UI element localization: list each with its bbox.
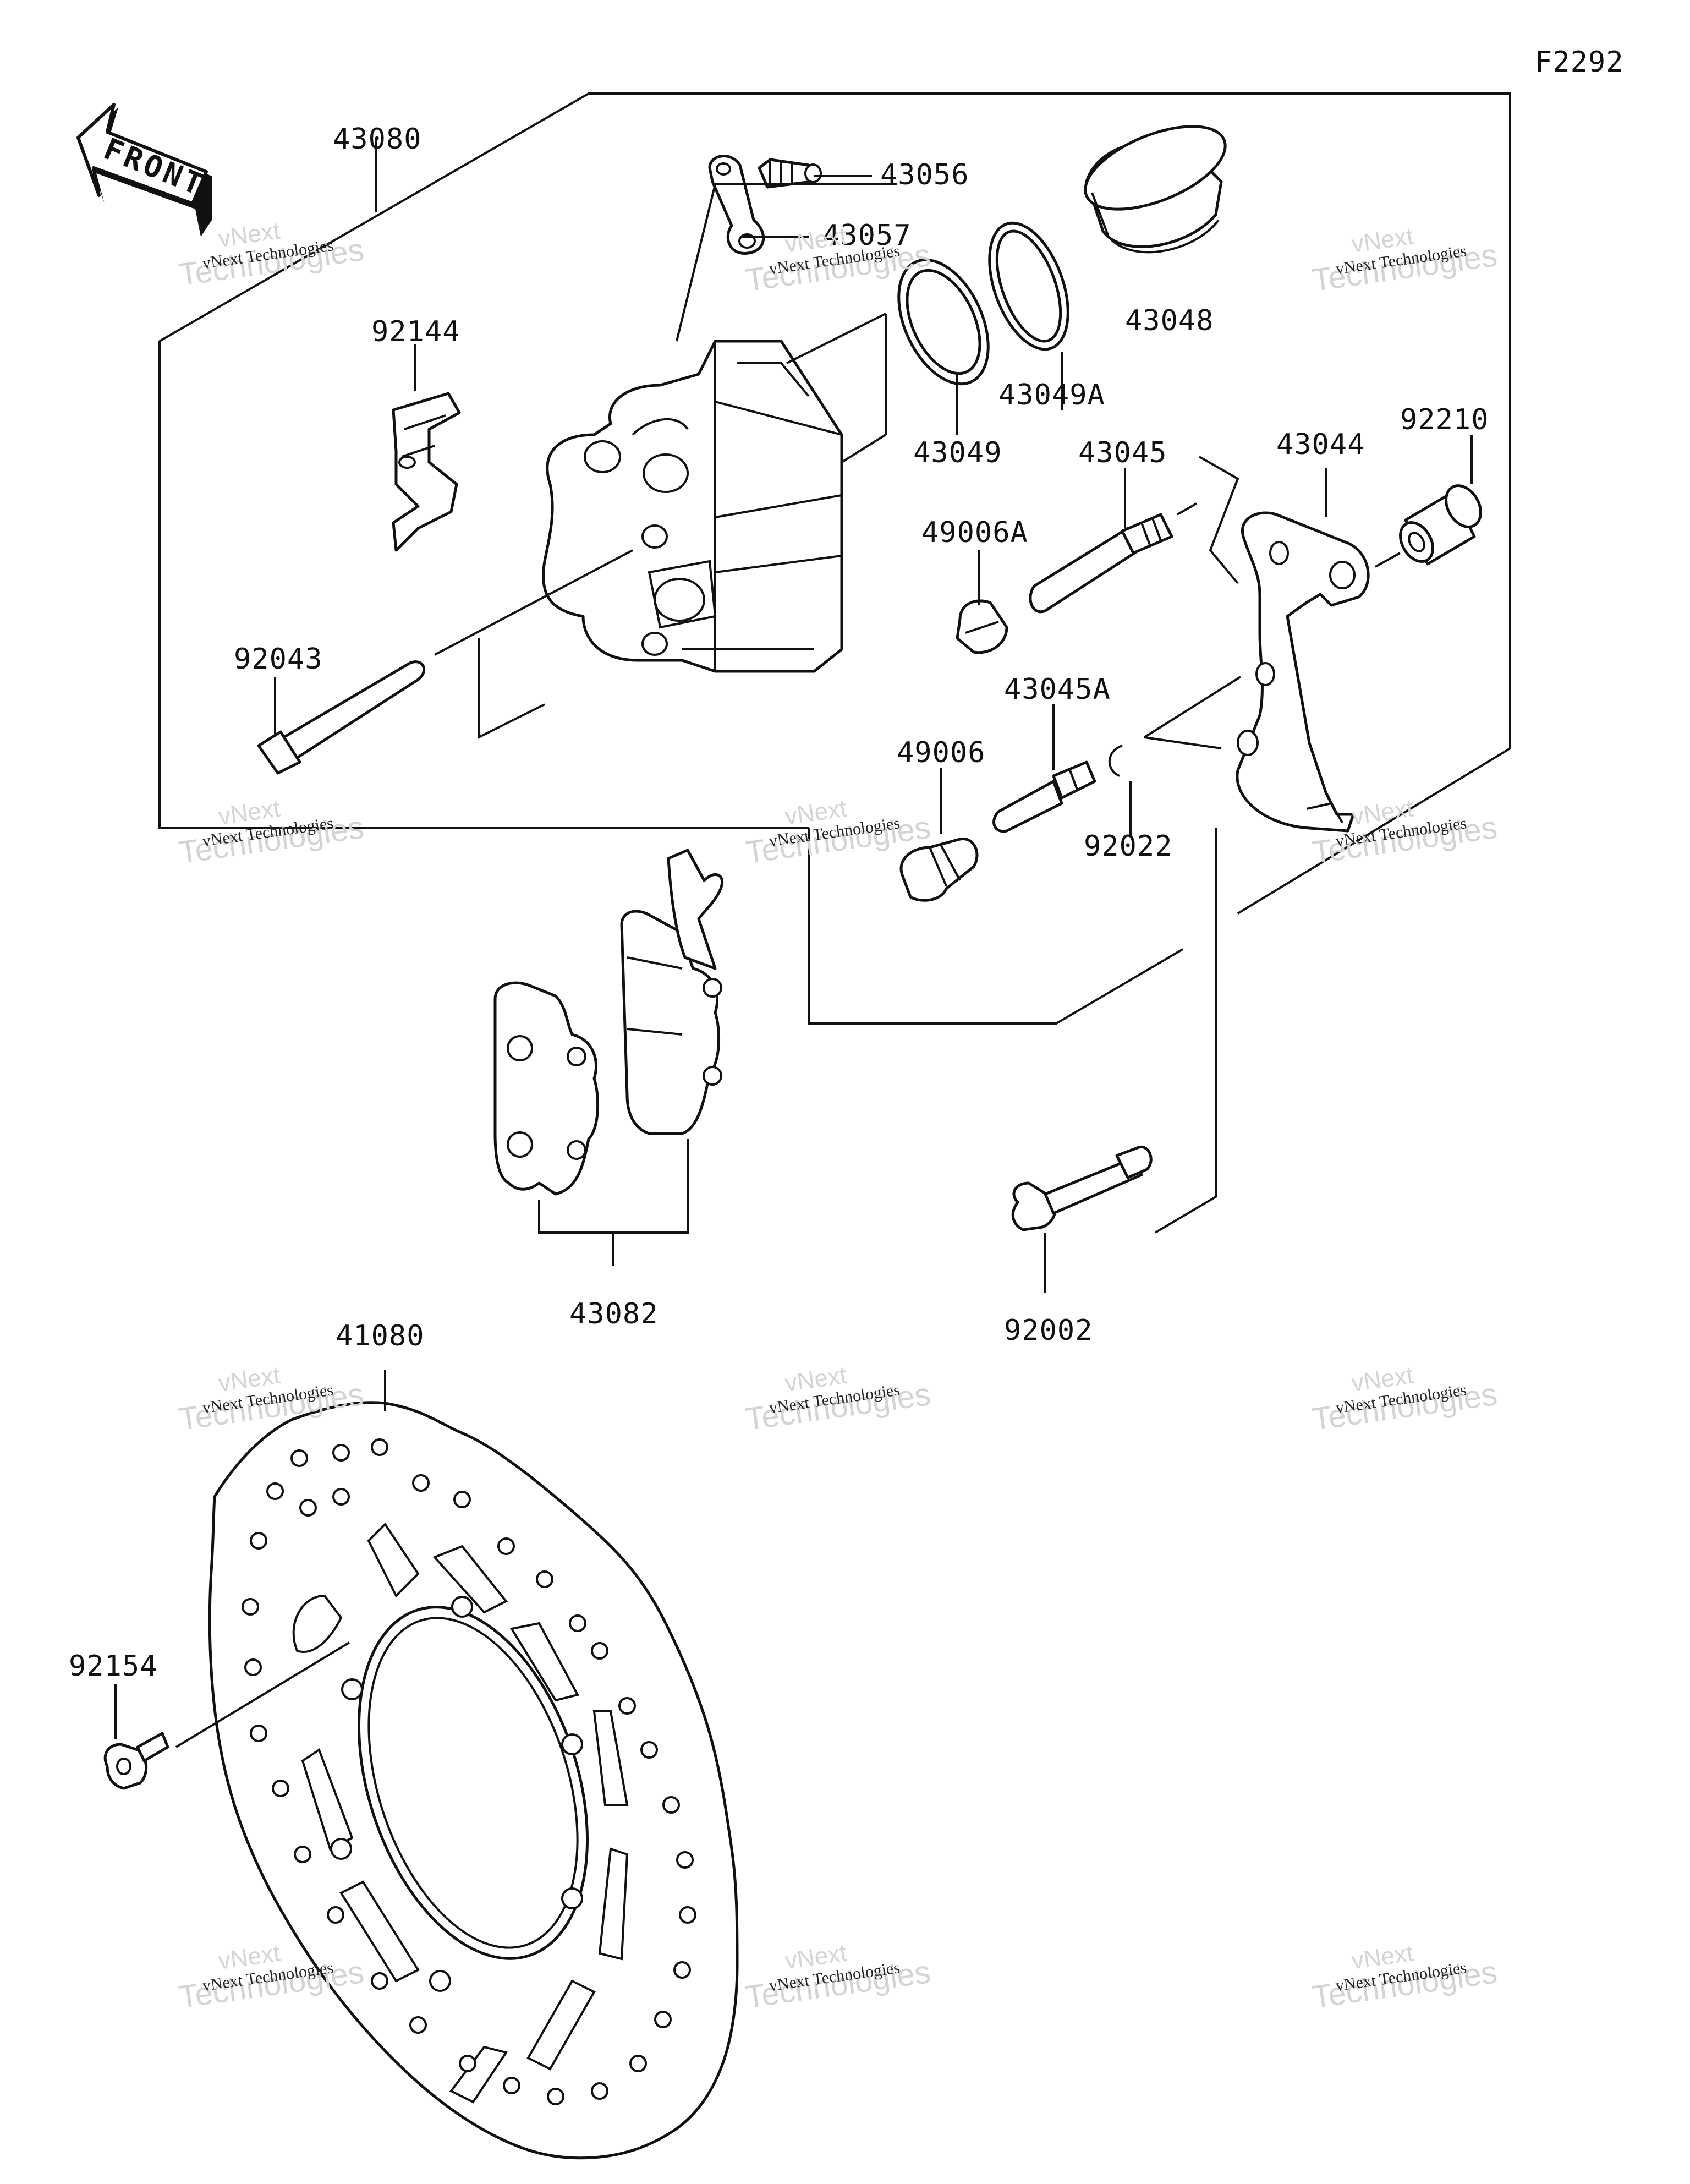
part-label-43049: 43049 bbox=[913, 436, 1002, 469]
piston-seal bbox=[897, 258, 990, 386]
caliper-pin bbox=[257, 549, 633, 775]
bracket-bolt bbox=[1011, 1146, 1153, 1293]
front-arrow-icon: FRONT bbox=[76, 103, 212, 237]
part-label-92210: 92210 bbox=[1400, 403, 1489, 436]
retaining-clip bbox=[1108, 676, 1242, 777]
pin-boot-a bbox=[956, 599, 1008, 654]
caliper-body bbox=[542, 340, 843, 673]
part-label-41080: 41080 bbox=[336, 1320, 425, 1353]
bracket-sleeve bbox=[1375, 484, 1482, 568]
piston bbox=[1084, 125, 1227, 254]
part-label-43082: 43082 bbox=[569, 1298, 659, 1331]
part-label-43045A: 43045A bbox=[1004, 673, 1111, 706]
dust-seal bbox=[988, 221, 1069, 351]
brake-pads bbox=[493, 849, 724, 1266]
part-label-49006: 49006 bbox=[897, 736, 986, 769]
part-label-92154: 92154 bbox=[69, 1650, 158, 1683]
brake-disc bbox=[175, 1370, 739, 2160]
disc-bolt bbox=[103, 1684, 169, 1790]
bleeder-valve bbox=[758, 158, 822, 189]
pin-boot bbox=[899, 838, 979, 902]
part-label-49006A: 49006A bbox=[921, 516, 1028, 549]
part-label-92043: 92043 bbox=[234, 643, 323, 676]
part-label-43049A: 43049A bbox=[998, 379, 1105, 412]
slide-pin-b bbox=[992, 760, 1096, 833]
diagram-code: F2292 bbox=[1535, 46, 1624, 79]
part-label-92022: 92022 bbox=[1084, 830, 1173, 863]
part-label-43048: 43048 bbox=[1125, 304, 1214, 337]
part-label-43045: 43045 bbox=[1078, 436, 1167, 469]
pad-spring bbox=[392, 392, 461, 552]
caliper-bracket bbox=[1236, 511, 1370, 833]
part-label-43044: 43044 bbox=[1276, 428, 1365, 461]
part-label-43080: 43080 bbox=[333, 123, 422, 156]
leader-lines bbox=[274, 175, 1473, 836]
slide-pin-a bbox=[1029, 502, 1197, 614]
part-label-92002: 92002 bbox=[1004, 1314, 1093, 1347]
caliper-assembly-frame bbox=[158, 92, 1511, 1234]
part-label-43057: 43057 bbox=[822, 219, 912, 252]
part-label-92144: 92144 bbox=[371, 315, 460, 348]
part-label-43056: 43056 bbox=[880, 158, 969, 191]
bleeder-cap bbox=[708, 155, 765, 255]
